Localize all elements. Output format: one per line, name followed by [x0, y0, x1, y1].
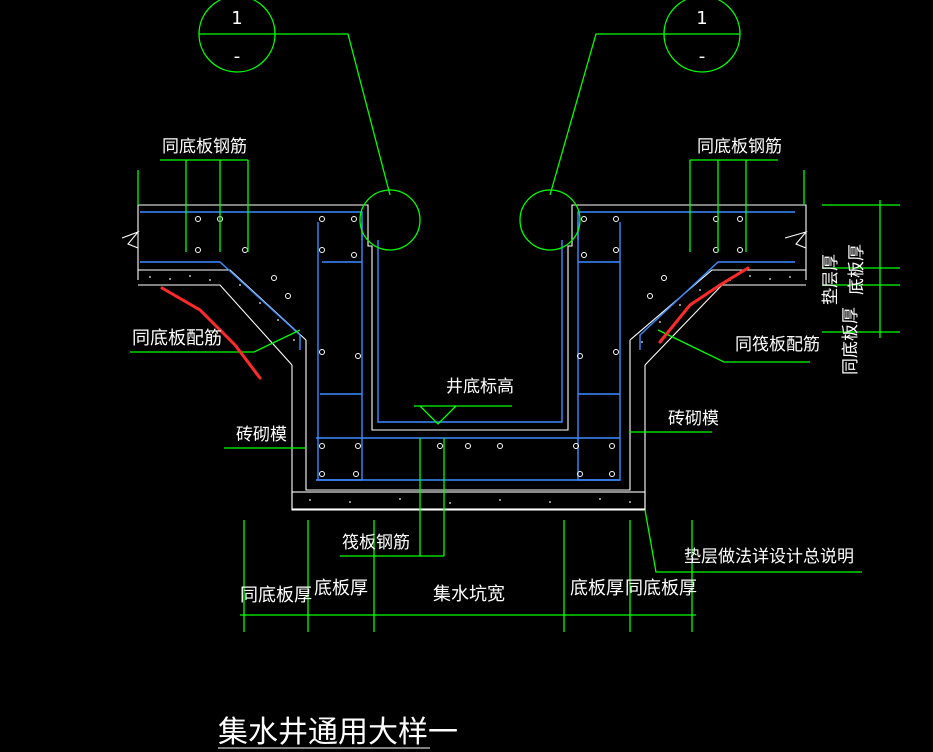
vertical-label: 底板厚	[847, 244, 867, 295]
dim-label: 底板厚	[570, 578, 624, 599]
drawing-title: 集水井通用大样一	[218, 715, 458, 750]
labels: 同底板钢筋 同底板钢筋 同底板配筋 同筏板配筋 井底标高 砖砌模 砖砌模 筏板钢…	[132, 137, 854, 567]
concrete-outline	[121, 204, 808, 511]
label-top-left-rebar: 同底板钢筋	[162, 137, 247, 157]
dimension-labels: 同底板厚 底板厚 集水坑宽 底板厚 同底板厚	[240, 578, 697, 606]
dim-label: 同底板厚	[625, 578, 697, 599]
rebar-dots	[195, 216, 743, 477]
label-right-raft-reinf: 同筏板配筋	[735, 335, 820, 355]
vertical-label: 同底板厚	[841, 307, 861, 375]
right-vertical-labels: 同底板厚 垫层厚 底板厚	[821, 244, 867, 375]
cushion-hatch	[149, 275, 791, 504]
label-cushion-note: 垫层做法详设计总说明	[684, 547, 854, 567]
label-raft-rebar: 筏板钢筋	[342, 533, 410, 553]
marker-sub: -	[699, 46, 706, 67]
marker-number: 1	[231, 8, 242, 29]
dim-label: 集水坑宽	[433, 584, 505, 605]
dim-label: 同底板厚	[240, 585, 312, 606]
label-well-bottom-elev: 井底标高	[446, 377, 514, 397]
vertical-label: 垫层厚	[821, 254, 841, 305]
red-markup	[160, 266, 750, 380]
label-brick-form-left: 砖砌模	[236, 425, 287, 445]
label-left-slab-reinf: 同底板配筋	[132, 328, 222, 349]
dim-label: 底板厚	[314, 578, 368, 599]
leader-lines	[130, 159, 900, 632]
label-top-right-rebar: 同底板钢筋	[697, 137, 782, 157]
marker-number: 1	[696, 8, 707, 29]
marker-sub: -	[234, 46, 241, 67]
section-marker-left[interactable]: 1 -	[198, 0, 421, 251]
label-brick-form-right: 砖砌模	[668, 409, 719, 429]
section-marker-right[interactable]: 1 -	[519, 0, 741, 251]
